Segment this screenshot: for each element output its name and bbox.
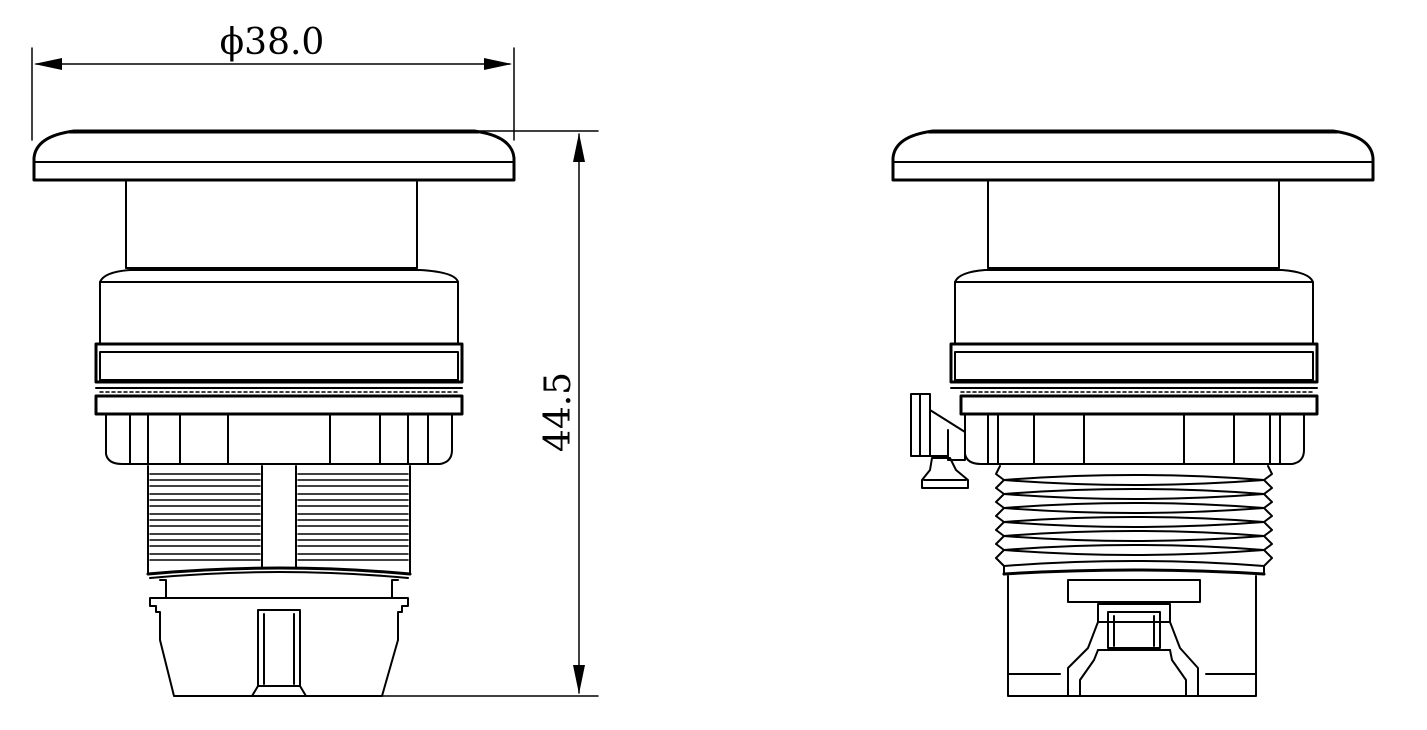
- dimensions: ϕ38.0 44.5: [31, 22, 599, 697]
- front-bezel: [94, 269, 464, 416]
- side-stem: [987, 181, 1280, 269]
- diameter-arrow-left: [34, 58, 62, 70]
- front-stem: [125, 181, 418, 269]
- side-housing: [964, 413, 1305, 465]
- front-view: [32, 129, 516, 697]
- height-arrow-bottom: [573, 665, 585, 694]
- diameter-dimension-label: ϕ38.0: [220, 22, 325, 63]
- front-head-cap: [32, 129, 516, 182]
- side-latch: [910, 393, 969, 489]
- diameter-arrow-right: [484, 58, 512, 70]
- side-view: [891, 129, 1375, 697]
- side-bezel: [949, 269, 1319, 416]
- height-dimension: 44.5: [381, 130, 599, 697]
- front-threads: [146, 465, 412, 579]
- height-arrow-top: [573, 133, 585, 162]
- front-housing: [105, 413, 453, 465]
- side-head-cap: [891, 129, 1375, 182]
- side-base: [1007, 575, 1257, 697]
- height-dimension-label: 44.5: [538, 372, 579, 452]
- diameter-dimension: ϕ38.0: [31, 22, 515, 141]
- side-threads: [995, 465, 1273, 576]
- front-base: [149, 579, 409, 697]
